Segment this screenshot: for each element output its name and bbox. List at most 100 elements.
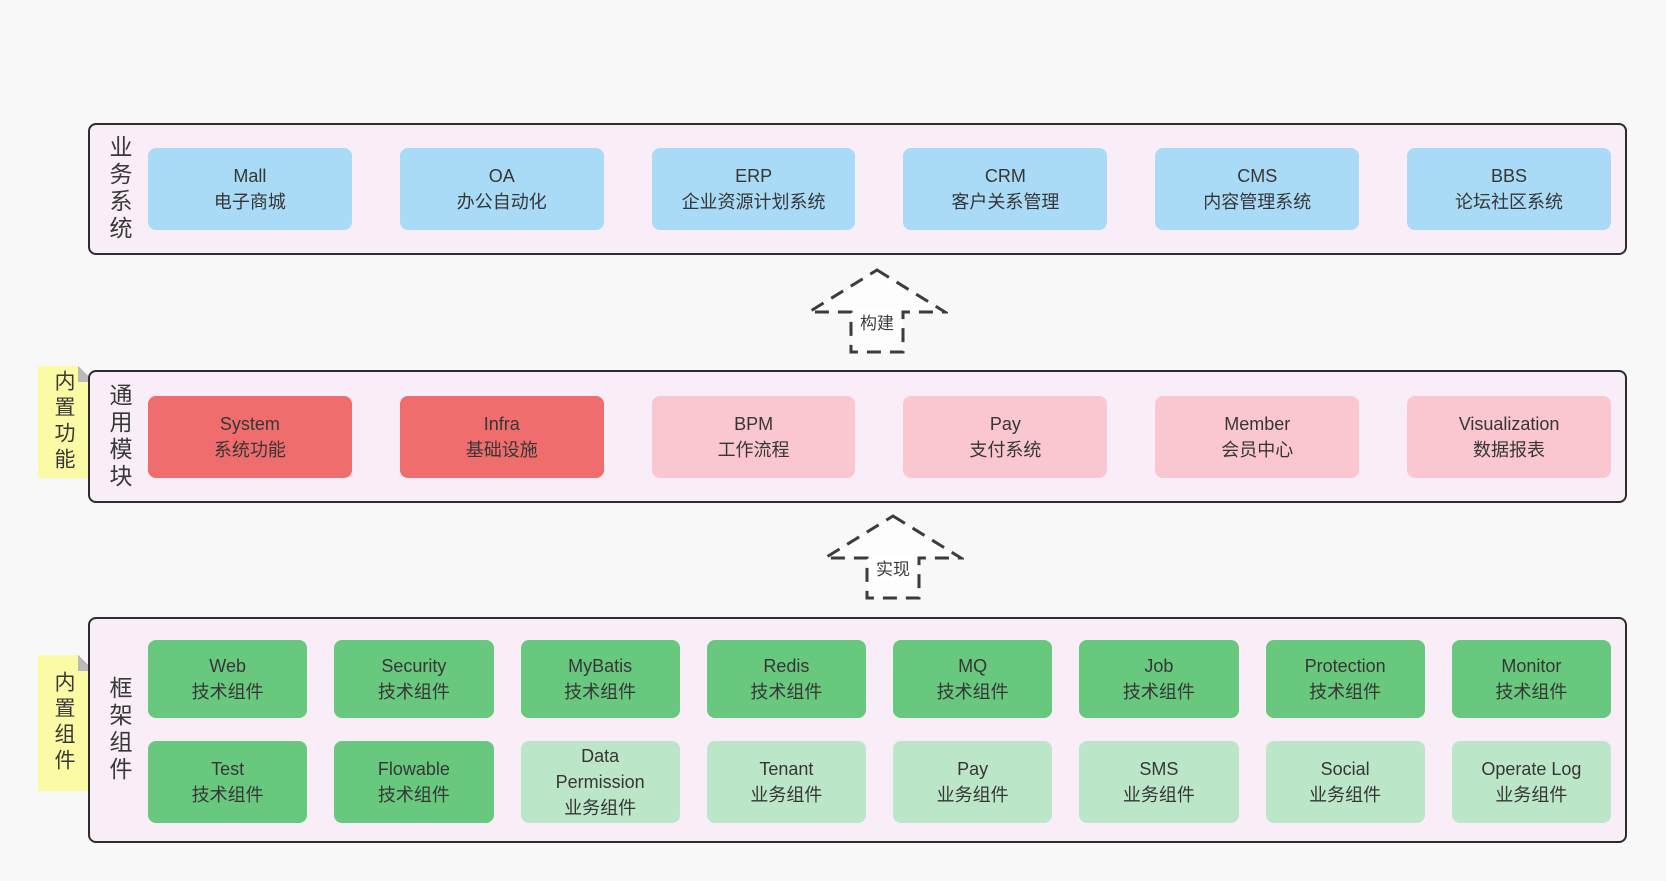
box-subtitle: 工作流程 — [717, 439, 790, 460]
build-arrow-label: 构建 — [857, 309, 897, 334]
box-subtitle: 技术组件 — [1495, 682, 1568, 702]
box-security: Security 技术组件 — [334, 640, 494, 718]
sticky-note-label: 内置组件 — [52, 671, 75, 775]
box-operate-log: Operate Log 业务组件 — [1451, 741, 1611, 823]
box-title: Web — [209, 656, 246, 676]
box-tenant: Tenant 业务组件 — [706, 741, 866, 823]
box-subtitle: 业务组件 — [1495, 785, 1568, 805]
box-subtitle: 业务组件 — [564, 798, 637, 818]
box-title: MyBatis — [568, 656, 633, 676]
sticky-note-label: 内置功能 — [52, 370, 75, 474]
box-subtitle: 基础设施 — [465, 439, 538, 460]
box-title: BPM — [734, 413, 774, 434]
box-protection: Protection 技术组件 — [1265, 640, 1425, 718]
box-title: Monitor — [1501, 656, 1562, 676]
box-title: Tenant — [759, 759, 814, 779]
box-mybatis: MyBatis 技术组件 — [520, 640, 680, 718]
box-mq: MQ 技术组件 — [893, 640, 1053, 718]
box-oa: OA 办公自动化 — [399, 148, 604, 230]
build-arrow: 构建 — [806, 267, 948, 355]
box-erp: ERP 企业资源计划系统 — [651, 148, 856, 230]
box-crm: CRM 客户关系管理 — [903, 148, 1108, 230]
box-subtitle: 会员中心 — [1221, 439, 1294, 460]
box-title: Member — [1224, 413, 1291, 434]
box-pay: Pay 支付系统 — [903, 395, 1108, 478]
box-title: Visualization — [1458, 413, 1560, 434]
box-title: Operate Log — [1481, 759, 1582, 779]
box-title: Infra — [483, 413, 520, 434]
box-sms: SMS 业务组件 — [1079, 741, 1239, 823]
box-job: Job 技术组件 — [1079, 640, 1239, 718]
band-label-common-modules: 通用模块 — [106, 382, 132, 491]
box-title: Security — [381, 656, 447, 676]
box-monitor: Monitor 技术组件 — [1451, 640, 1611, 718]
box-title: Mall — [233, 166, 267, 186]
box-title: Pay — [957, 759, 989, 779]
box-title: Redis — [763, 656, 810, 676]
implement-arrow-label: 实现 — [873, 555, 913, 580]
box-title: BBS — [1491, 166, 1528, 186]
box-subtitle: 数据报表 — [1473, 439, 1546, 460]
box-subtitle: 论坛社区系统 — [1455, 192, 1564, 212]
box-title: Job — [1144, 656, 1174, 676]
box-subtitle: 业务组件 — [936, 785, 1009, 805]
box-visualization: Visualization 数据报表 — [1407, 395, 1611, 478]
box-subtitle: 企业资源计划系统 — [681, 192, 826, 212]
box-bpm: BPM 工作流程 — [651, 395, 856, 478]
box-social: Social 业务组件 — [1265, 741, 1425, 823]
box-title: Pay — [989, 413, 1021, 434]
box-bbs: BBS 论坛社区系统 — [1407, 148, 1611, 230]
box-mall: Mall 电子商城 — [148, 148, 352, 230]
box-subtitle: 技术组件 — [1309, 682, 1382, 702]
box-title: Social — [1320, 759, 1370, 779]
sticky-note-builtin-features: 内置功能 — [38, 366, 94, 478]
box-cms: CMS 内容管理系统 — [1155, 148, 1360, 230]
box-title: MQ — [958, 656, 988, 676]
band-label-business-systems: 业务系统 — [106, 135, 132, 243]
sticky-note-builtin-components: 内置组件 — [38, 655, 94, 791]
box-system: System 系统功能 — [148, 395, 352, 478]
box-subtitle: 技术组件 — [191, 785, 264, 805]
box-subtitle: 客户关系管理 — [951, 192, 1060, 212]
box-title: ERP — [735, 166, 773, 186]
box-title: Protection — [1304, 656, 1386, 676]
box-subtitle: 业务组件 — [750, 785, 823, 805]
box-subtitle: 办公自动化 — [456, 192, 547, 212]
box-subtitle: 内容管理系统 — [1203, 192, 1312, 212]
box-subtitle: 技术组件 — [564, 682, 637, 702]
business-systems-boxes: Mall 电子商城 OA 办公自动化 ERP 企业资源计划系统 CRM 客户关系管理 CMS 内容… — [148, 125, 1625, 253]
box-subtitle: 业务组件 — [1309, 785, 1382, 805]
box-subtitle: 技术组件 — [377, 682, 450, 702]
box-infra: Infra 基础设施 — [399, 395, 604, 478]
box-title: Flowable — [377, 759, 450, 779]
box-title: OA — [488, 166, 515, 186]
band-business-systems: 业务系统 Mall 电子商城 OA 办公自动化 ERP 企业资源计划系统 CRM 客户关系管理… — [88, 123, 1627, 255]
band-label-framework-components: 框架组件 — [106, 676, 132, 784]
box-subtitle: 技术组件 — [750, 682, 823, 702]
box-subtitle: 技术组件 — [1122, 682, 1195, 702]
band-common-modules: 通用模块 System 系统功能 Infra 基础设施 BPM 工作流程 Pay 支付系统 Me… — [88, 370, 1627, 503]
box-subtitle: 支付系统 — [969, 439, 1042, 460]
box-subtitle: 业务组件 — [1122, 785, 1195, 805]
box-title: SMS — [1139, 759, 1179, 779]
box-subtitle: 系统功能 — [213, 439, 286, 460]
box-title: System — [219, 413, 280, 434]
box-subtitle: 技术组件 — [377, 785, 450, 805]
box-title: CMS — [1237, 166, 1278, 186]
box-title: CRM — [984, 166, 1026, 186]
box-flowable: Flowable 技术组件 — [334, 741, 494, 823]
box-member: Member 会员中心 — [1155, 395, 1360, 478]
box-subtitle: 技术组件 — [936, 682, 1009, 702]
common-modules-boxes: System 系统功能 Infra 基础设施 BPM 工作流程 Pay 支付系统 Member 会… — [148, 372, 1625, 501]
box-redis: Redis 技术组件 — [706, 640, 866, 718]
box-subtitle: 电子商城 — [213, 192, 286, 212]
box-pay: Pay 业务组件 — [893, 741, 1053, 823]
